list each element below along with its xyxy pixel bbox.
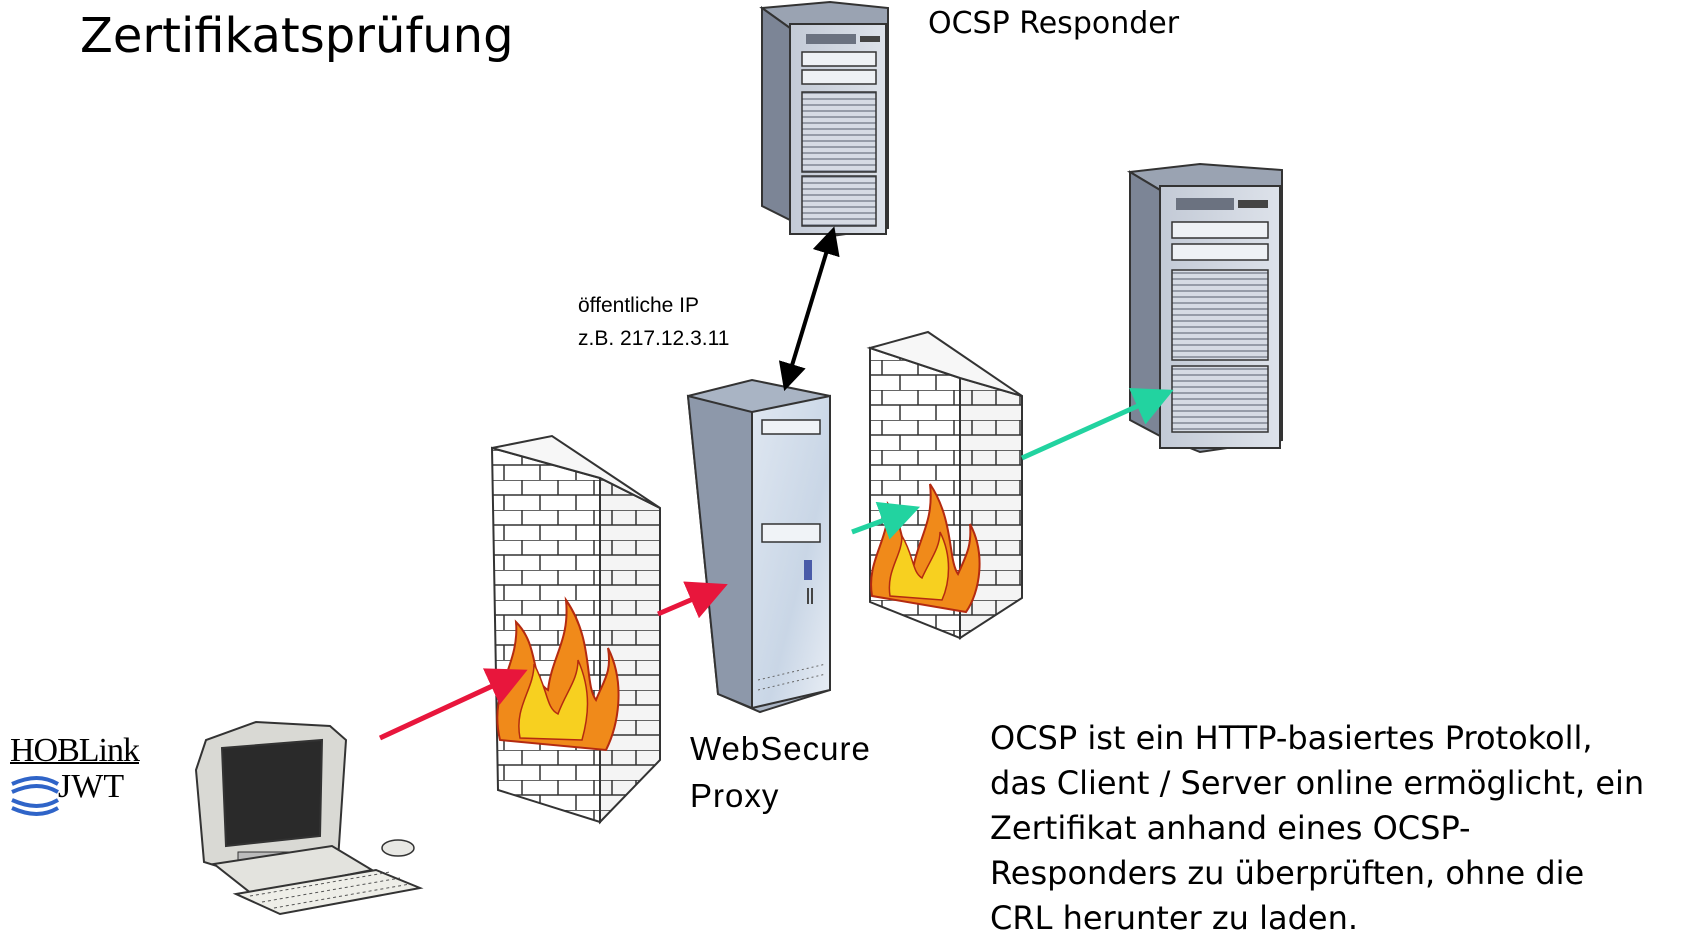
- firewall-to-proxy-arrow: [657, 581, 728, 619]
- proxy-to-firewall-arrow: [851, 501, 921, 540]
- hoblink-logo: HOBLink JWT: [10, 733, 160, 813]
- public-ip-example: z.B. 217.12.3.11: [578, 327, 730, 350]
- page-title: Zertifikatsprüfung: [80, 8, 514, 64]
- public-ip-label: öffentliche IP: [578, 294, 700, 317]
- logo-line1: HOBLink: [10, 732, 140, 769]
- proxy-label-line2: Proxy: [690, 777, 780, 814]
- proxy-label-line1: WebSecure: [690, 730, 871, 767]
- description-line: Responders zu überprüften, ohne die: [990, 854, 1585, 892]
- logo-line2: JWT: [58, 768, 125, 805]
- description-line: Zertifikat anhand eines OCSP-: [990, 809, 1471, 847]
- firewall-left-icon: [490, 434, 661, 825]
- hoblink-stripes-icon: [11, 776, 59, 816]
- description-line: das Client / Server online ermöglicht, e…: [990, 764, 1645, 802]
- firewall-right-icon: [866, 330, 1023, 640]
- ocsp-server-icon: [759, 0, 889, 238]
- ocsp-description: OCSP ist ein HTTP-basiertes Protokoll, d…: [990, 716, 1680, 941]
- target-server-icon: [1126, 162, 1283, 454]
- description-line: CRL herunter zu laden.: [990, 899, 1359, 937]
- ocsp-responder-label: OCSP Responder: [928, 6, 1180, 41]
- description-line: OCSP ist ein HTTP-basiertes Protokoll,: [990, 719, 1593, 757]
- firewall-to-server-arrow: [1020, 388, 1174, 461]
- proxy-ocsp-arrow: [778, 226, 840, 392]
- client-to-firewall-arrow: [378, 668, 528, 741]
- client-computer-icon: [194, 720, 424, 916]
- proxy-server-icon: [686, 378, 831, 714]
